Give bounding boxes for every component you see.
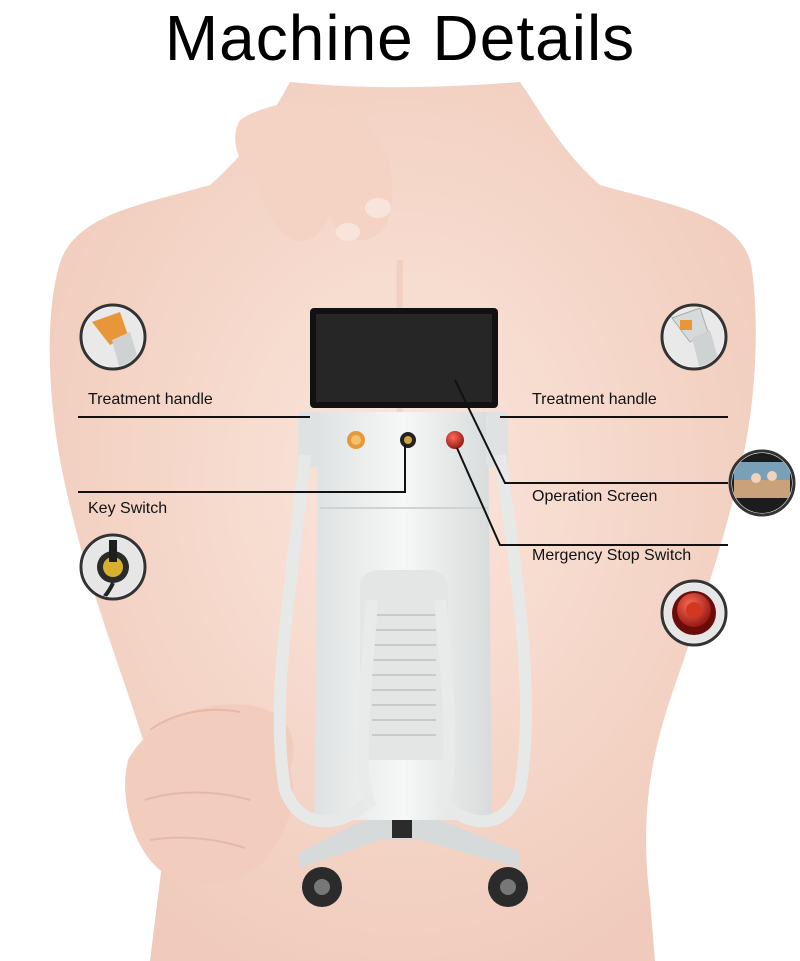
laser-machine bbox=[273, 308, 533, 907]
label-operation-screen: Operation Screen bbox=[532, 488, 658, 505]
label-key-switch: Key Switch bbox=[88, 500, 168, 517]
callout-operation-screen bbox=[728, 449, 796, 517]
label-treatment-handle-left: Treatment handle bbox=[88, 391, 213, 408]
callout-emergency-stop bbox=[660, 579, 728, 647]
callout-treatment-handle-left bbox=[79, 303, 147, 371]
callout-treatment-handle-right bbox=[660, 303, 728, 371]
page-title: Machine Details bbox=[164, 2, 636, 74]
label-treatment-handle-right: Treatment handle bbox=[532, 391, 657, 408]
leader-lines bbox=[78, 379, 728, 546]
leader-line-screen bbox=[454, 379, 728, 484]
leader-line-stop bbox=[456, 447, 728, 546]
callout-key-switch bbox=[79, 533, 147, 601]
leader-line-key-switch bbox=[78, 445, 406, 493]
label-emergency-stop: Mergency Stop Switch bbox=[532, 547, 692, 564]
